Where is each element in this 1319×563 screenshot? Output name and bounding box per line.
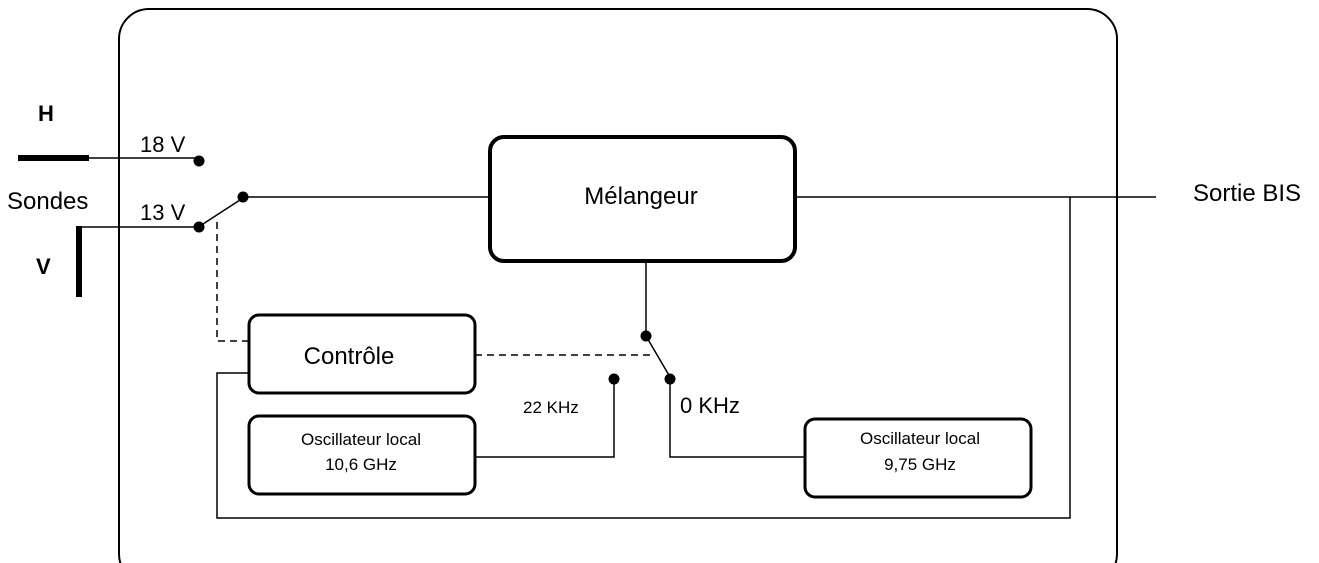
oscillator-left-line1: Oscillateur local: [301, 430, 421, 449]
output-label: Sortie BIS: [1193, 180, 1301, 207]
oscillator-right-line2: 9,75 GHz: [884, 455, 956, 474]
wire-lo-right: [669, 379, 805, 458]
control-label: Contrôle: [304, 343, 395, 370]
oscillator-right-line1: Oscillateur local: [860, 429, 980, 448]
probe-h-label: H: [38, 101, 54, 126]
lo-switch-arm: [645, 335, 671, 378]
wire-lo-left: [475, 379, 615, 458]
oscillator-left-line2: 10,6 GHz: [325, 455, 397, 474]
probes-group-label: Sondes: [7, 188, 88, 215]
polarity-switch-arm: [202, 197, 244, 225]
probe-v-label: V: [36, 254, 51, 279]
wire-output-power-feed: [216, 197, 1071, 519]
mixer-label: Mélangeur: [584, 183, 697, 210]
tone-0khz-label: 0 KHz: [680, 393, 740, 418]
lnb-enclosure: [118, 8, 1118, 563]
oscillator-left-box: [247, 414, 477, 496]
control-box: [247, 313, 477, 395]
contact-13v: [193, 221, 205, 233]
contact-18v: [193, 155, 205, 167]
mixer-box: [488, 135, 797, 263]
voltage-13v-label: 13 V: [140, 200, 186, 225]
oscillator-right-box: [803, 417, 1033, 499]
control-link-polarity: [216, 219, 249, 342]
voltage-18v-label: 18 V: [140, 132, 186, 157]
tone-22khz-label: 22 KHz: [523, 398, 579, 417]
